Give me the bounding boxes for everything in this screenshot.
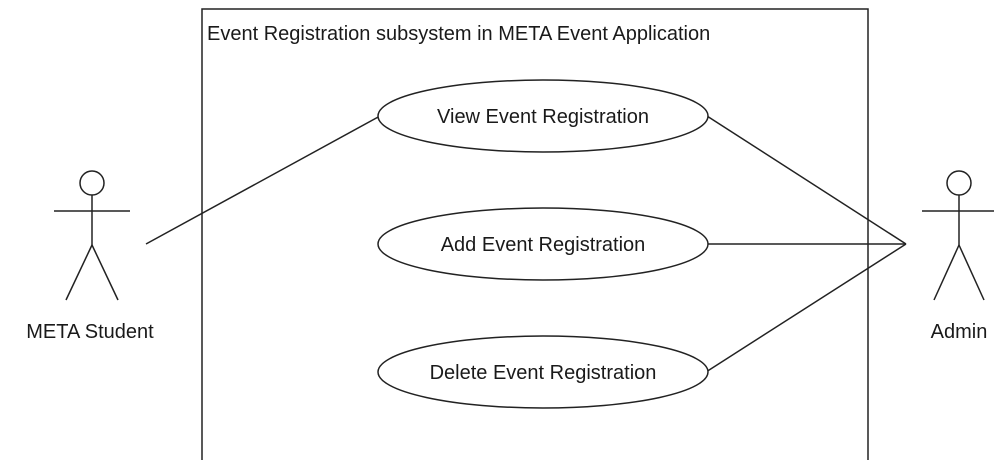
- use-case-delete[interactable]: Delete Event Registration: [377, 335, 709, 409]
- use-case-view[interactable]: View Event Registration: [377, 79, 709, 153]
- association-student-view: [145, 115, 381, 245]
- actor-admin-label: Admin: [931, 321, 988, 343]
- actor-student-figure-icon: [54, 170, 130, 301]
- system-title: Event Registration subsystem in META Eve…: [207, 23, 710, 45]
- use-case-delete-label: Delete Event Registration: [430, 362, 657, 384]
- use-case-add[interactable]: Add Event Registration: [377, 207, 709, 281]
- actor-student[interactable]: META Student: [26, 170, 154, 343]
- association-admin-delete: [705, 243, 907, 373]
- system-boundary: Event Registration subsystem in META Eve…: [201, 8, 869, 460]
- association-admin-view: [706, 115, 907, 245]
- use-case-add-label: Add Event Registration: [441, 234, 646, 256]
- actor-admin[interactable]: Admin: [922, 170, 994, 343]
- use-case-view-label: View Event Registration: [437, 106, 649, 128]
- actor-admin-figure-icon: [922, 170, 994, 301]
- actor-student-label: META Student: [26, 321, 154, 343]
